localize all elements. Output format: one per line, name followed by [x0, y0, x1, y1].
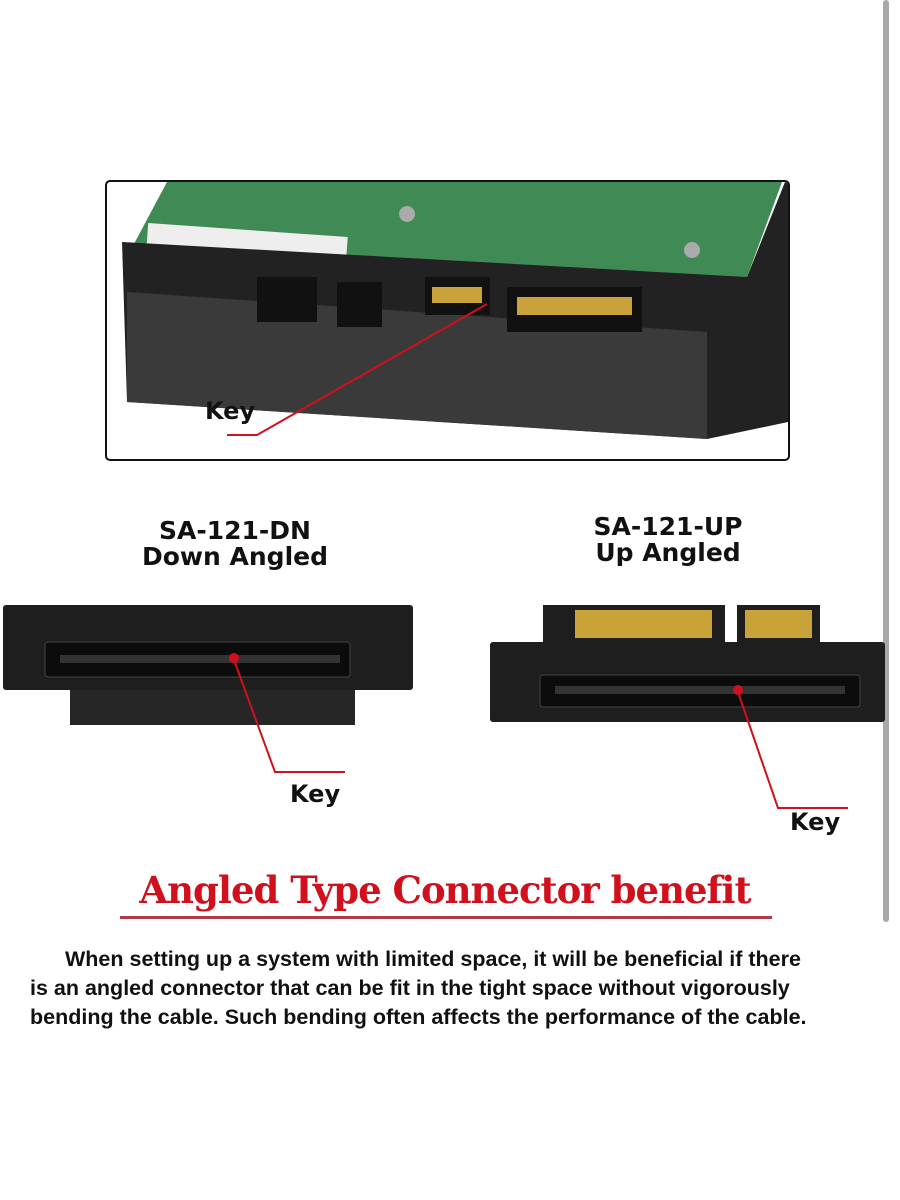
- hard-drive-illustration: [122, 182, 788, 439]
- heading-underline: [120, 916, 772, 919]
- up-angled-adapter-illustration: [490, 605, 885, 809]
- up-key-label: Key: [790, 808, 841, 836]
- up-key-marker: [733, 685, 743, 695]
- down-adapter-title: SA-121-DN Down Angled: [95, 518, 375, 570]
- benefit-paragraph: When setting up a system with limited sp…: [30, 945, 900, 1032]
- down-adapter-orientation: Down Angled: [142, 542, 328, 571]
- down-angled-adapter-illustration: [3, 605, 413, 773]
- drive-key-label: Key: [205, 397, 256, 425]
- down-key-pointer-line: [233, 659, 345, 773]
- down-key-label: Key: [290, 780, 341, 808]
- hard-drive-photo-frame: Key: [105, 180, 790, 461]
- power-pins: [575, 610, 712, 638]
- benefit-line: bending the cable. Such bending often af…: [30, 1005, 807, 1029]
- up-key-pointer-line: [737, 691, 848, 809]
- benefit-line: is an angled connector that can be fit i…: [30, 976, 790, 1000]
- down-key-marker: [229, 653, 239, 663]
- up-adapter-title: SA-121-UP Up Angled: [528, 514, 808, 566]
- up-adapter-model: SA-121-UP: [593, 512, 743, 541]
- down-adapter-model: SA-121-DN: [159, 516, 311, 545]
- data-pins: [745, 610, 812, 638]
- benefit-line: When setting up a system with limited sp…: [65, 947, 801, 971]
- benefit-heading: Angled Type Connector benefit: [139, 868, 751, 912]
- key-pointer-line: [227, 303, 488, 436]
- up-adapter-orientation: Up Angled: [595, 538, 741, 567]
- scrollbar[interactable]: [883, 0, 889, 922]
